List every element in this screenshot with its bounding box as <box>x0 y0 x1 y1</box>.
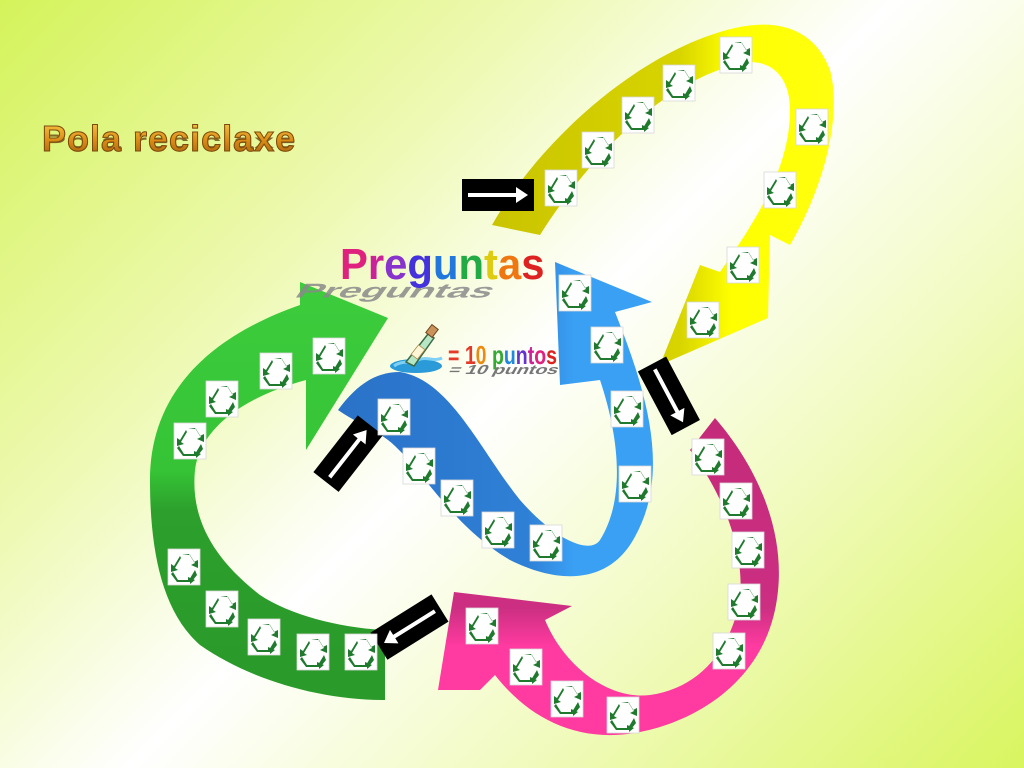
recycle-icon <box>719 482 753 520</box>
points-letter: t <box>527 340 535 370</box>
recycle-icon <box>312 337 346 375</box>
recycle-icon <box>247 618 281 656</box>
preguntas-letter: a <box>497 240 522 289</box>
recycle-icon <box>344 633 378 671</box>
recycle-icon <box>544 169 578 207</box>
slide-title-shadow: Pola reciclaxe <box>42 130 296 153</box>
points-letter: p <box>491 340 504 370</box>
arrow-icon <box>462 179 534 211</box>
recycle-icon <box>727 583 761 621</box>
arrow-icon <box>370 594 449 660</box>
preguntas-letter: r <box>367 240 385 289</box>
recycle-icon <box>205 380 239 418</box>
recycle-icon <box>712 632 746 670</box>
recycle-icon <box>558 274 592 312</box>
recycle-icon <box>763 171 797 209</box>
recycle-icon <box>618 465 652 503</box>
recycle-icon <box>509 648 543 686</box>
preguntas-letter: g <box>407 240 433 289</box>
points-letter: u <box>503 340 516 370</box>
recycle-icon <box>167 548 201 586</box>
slide-title: Pola reciclaxe Pola reciclaxe <box>41 118 362 178</box>
recycle-icon <box>465 607 499 645</box>
points-text: = 10 puntos <box>448 340 557 371</box>
points-letter: 1 <box>464 340 476 370</box>
blue-arrow <box>338 262 653 577</box>
points-legend: = 10 puntos = 10 puntos <box>388 318 563 388</box>
recycle-icon <box>731 531 765 569</box>
preguntas-heading: Preguntas Preguntas <box>290 240 560 320</box>
preguntas-letter: u <box>432 240 459 289</box>
message-bottle-icon <box>390 323 443 373</box>
preguntas-letter: t <box>484 240 498 289</box>
recycle-icon <box>621 96 655 134</box>
recycle-icon <box>377 398 411 436</box>
preguntas-letter: n <box>458 240 485 289</box>
recycle-icon <box>205 590 239 628</box>
slide-title-text: Pola reciclaxe <box>41 118 297 160</box>
points-letter: s <box>546 340 557 370</box>
recycle-icon <box>726 246 760 284</box>
recycle-icon <box>662 64 696 102</box>
recycle-icon <box>795 108 829 146</box>
recycle-icon <box>610 390 644 428</box>
recycle-icon <box>440 479 474 517</box>
recycle-icon <box>259 352 293 390</box>
recycle-icon <box>686 301 720 339</box>
recycle-icon <box>691 438 725 476</box>
recycle-icon <box>581 131 615 169</box>
recycle-icon <box>529 524 563 562</box>
recycle-icon <box>402 447 436 485</box>
recycle-icon <box>173 422 207 460</box>
points-letter: n <box>515 340 528 370</box>
points-letter: o <box>534 340 547 370</box>
preguntas-letter: e <box>384 240 408 289</box>
preguntas-letter: P <box>340 240 368 289</box>
recycle-icon <box>590 326 624 364</box>
recycle-icon <box>606 696 640 734</box>
recycle-icon <box>296 633 330 671</box>
recycle-icon <box>719 36 753 74</box>
preguntas-letter: s <box>521 240 545 289</box>
preguntas-text: Preguntas <box>340 240 545 290</box>
recycle-icon <box>481 511 515 549</box>
points-equals: = <box>448 340 465 370</box>
points-letter: 0 <box>475 340 487 370</box>
recycle-icon <box>550 680 584 718</box>
